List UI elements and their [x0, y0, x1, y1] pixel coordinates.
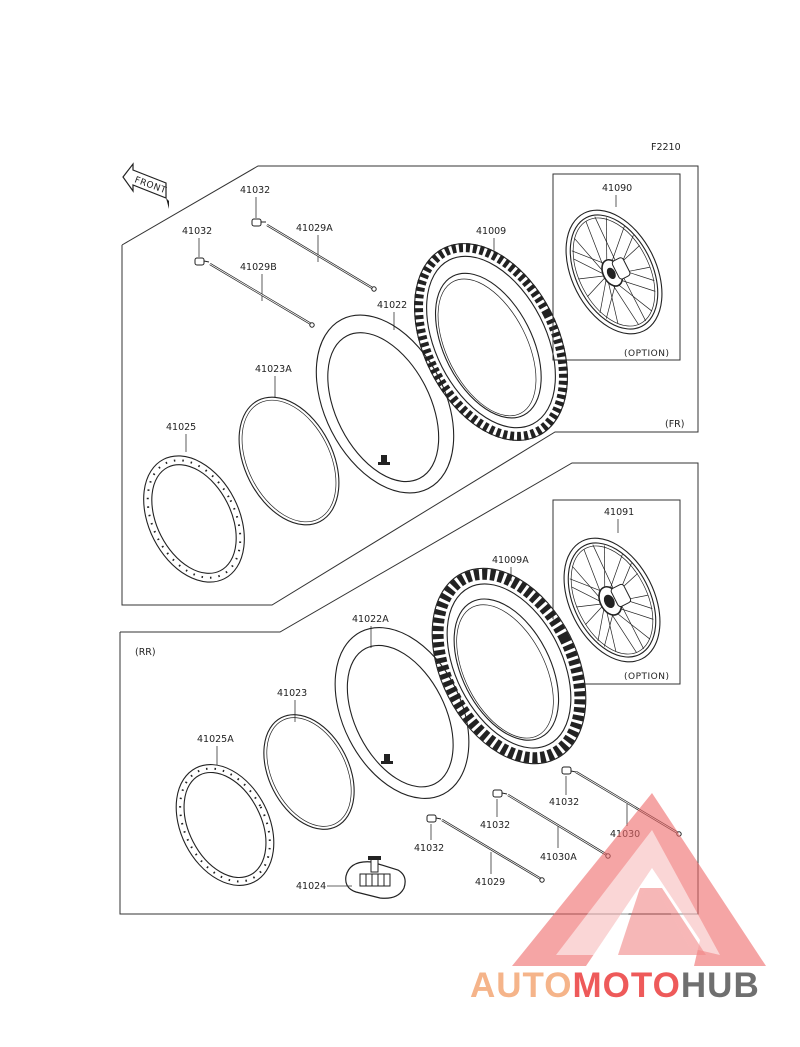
rear-wheel-41091 [563, 537, 661, 663]
watermark-part3: HUB [681, 966, 760, 1005]
label-41030A: 41030A [540, 852, 577, 863]
label-41032-front-upper: 41032 [240, 185, 270, 196]
label-41025A: 41025A [197, 734, 234, 745]
watermark-part2: MOTO [573, 966, 681, 1005]
option-label-rear: (OPTION) [624, 672, 670, 682]
label-41029A: 41029A [296, 223, 333, 234]
label-41009: 41009 [476, 226, 506, 237]
front-rim-41025 [143, 455, 245, 583]
rear-tube-41022A [334, 627, 470, 799]
label-41029: 41029 [475, 877, 505, 888]
tube-valve-icon [378, 455, 390, 465]
label-41023: 41023 [277, 688, 307, 699]
label-41090: 41090 [602, 183, 632, 194]
rim-lock-41024 [345, 856, 406, 899]
label-41032-front-lower: 41032 [182, 226, 212, 237]
watermark-part1: AUTO [470, 966, 573, 1005]
automotohub-logo [512, 793, 766, 966]
label-41009A: 41009A [492, 555, 529, 566]
figure-code: F2210 [651, 142, 681, 153]
label-41029B: 41029B [240, 262, 277, 273]
option-box-front [552, 173, 681, 361]
spoke-nipple-icon [194, 257, 210, 266]
spoke-nipple-icon [251, 218, 266, 227]
label-41025: 41025 [166, 422, 196, 433]
spoke-nipple-icon [561, 766, 577, 775]
front-arrow-icon: FRONT [122, 162, 169, 209]
rear-section-frame [119, 462, 699, 915]
label-41032-rear-right: 41032 [549, 797, 579, 808]
label-41032-rear-left: 41032 [414, 843, 444, 854]
tube-valve-icon [381, 754, 393, 764]
rear-rim-41025A [175, 764, 275, 886]
rear-section-label: (RR) [135, 647, 156, 658]
spoke-41029B [209, 263, 315, 328]
front-wheel-41090 [565, 209, 663, 335]
label-41024: 41024 [296, 881, 326, 892]
option-label-front: (OPTION) [624, 349, 670, 359]
front-section-label: (FR) [665, 419, 684, 430]
label-41023A: 41023A [255, 364, 292, 375]
spoke-41029A [266, 224, 377, 292]
label-41032-rear-middle: 41032 [480, 820, 510, 831]
spoke-41029 [441, 819, 545, 883]
spoke-nipple-icon [492, 789, 508, 798]
front-section-frame [121, 165, 699, 606]
rear-tire-41009A [431, 567, 587, 765]
label-41022: 41022 [377, 300, 407, 311]
label-41091: 41091 [604, 507, 634, 518]
option-box-rear [552, 499, 681, 685]
front-rim-band-41023A [238, 396, 340, 526]
rear-rim-band-41023 [263, 714, 355, 830]
label-41022A: 41022A [352, 614, 389, 625]
spoke-nipple-icon [426, 814, 442, 823]
watermark-text: AUTOMOTOHUB [470, 966, 760, 1005]
